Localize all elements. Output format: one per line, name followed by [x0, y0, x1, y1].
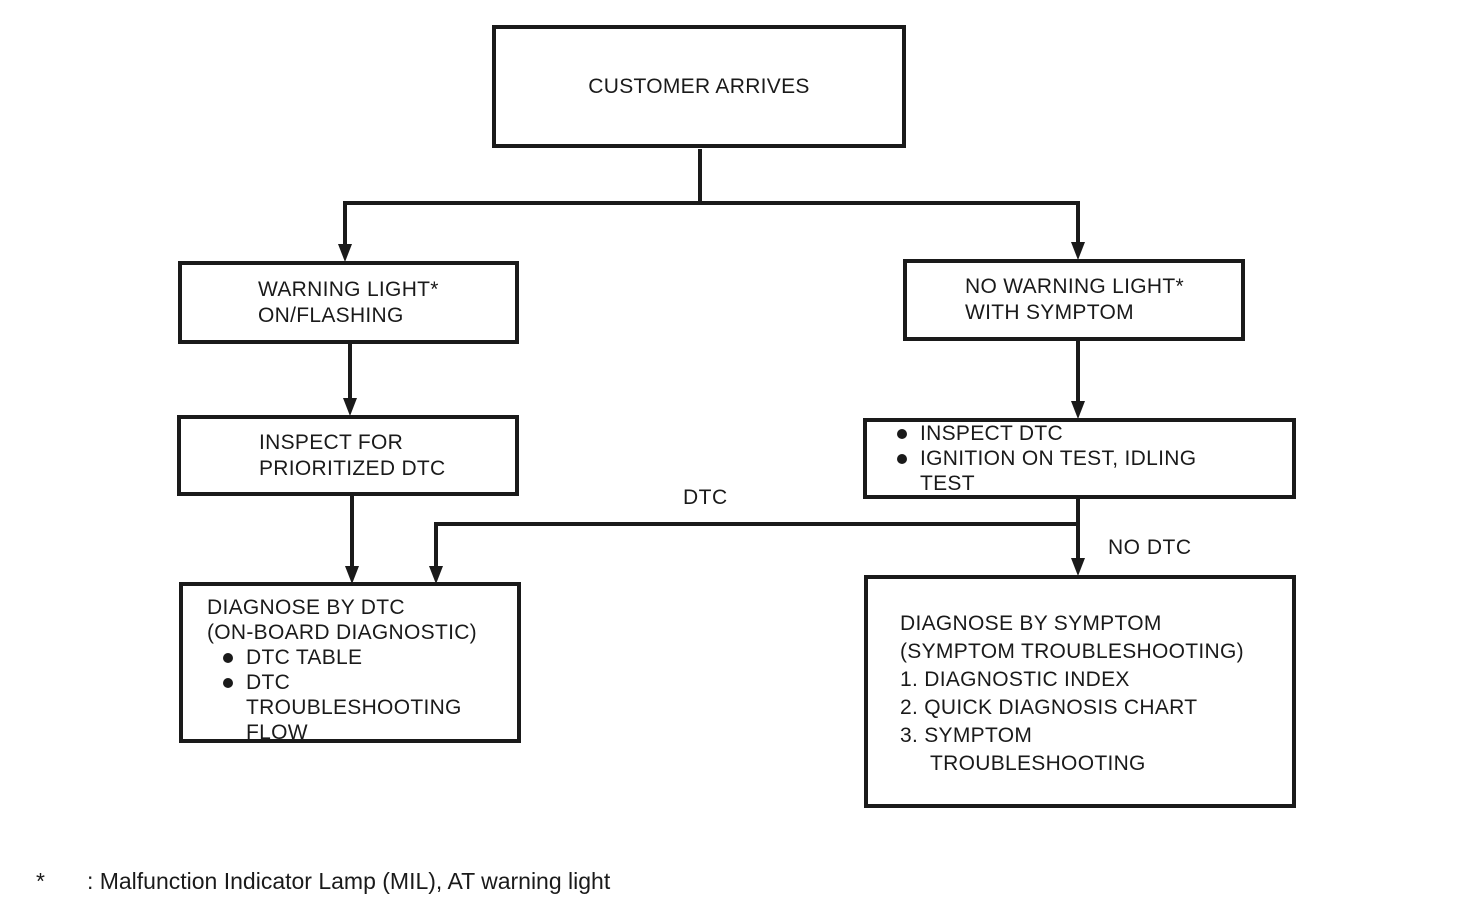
diagnose-dtc-bullet-2-text: DTC TROUBLESHOOTING FLOW: [246, 670, 462, 745]
bullet-icon: [223, 653, 233, 663]
inspect-dtc-bullet-2-line1: IGNITION ON TEST, IDLING: [920, 447, 1197, 470]
node-inspect-dtc: INSPECT DTC IGNITION ON TEST, IDLING TES…: [863, 418, 1296, 499]
edge-label-dtc: DTC: [683, 486, 728, 509]
inspect-dtc-bullet-1-text: INSPECT DTC: [920, 422, 1063, 445]
node-inspect-prioritized-line2: PRIORITIZED DTC: [259, 456, 446, 480]
inspect-dtc-bullet-2-line2: TEST: [920, 472, 975, 495]
bullet-icon: [897, 454, 907, 464]
diagnose-symptom-item-3-line1: 3. SYMPTOM: [900, 724, 1033, 747]
diagnose-symptom-item-2: 2. QUICK DIAGNOSIS CHART: [900, 696, 1198, 719]
node-customer-arrives: CUSTOMER ARRIVES: [492, 25, 906, 148]
node-inspect-prioritized-line1: INSPECT FOR: [259, 430, 404, 454]
diagnose-dtc-header-line2: (ON-BOARD DIAGNOSTIC): [207, 621, 477, 644]
diagnose-dtc-header-line1: DIAGNOSE BY DTC: [207, 596, 405, 619]
diagnose-dtc-bullet-1: DTC TABLE: [223, 645, 513, 670]
edge-label-no-dtc: NO DTC: [1108, 536, 1192, 559]
arrowhead-to-diagnose-symptom: [1071, 558, 1085, 576]
diagnose-dtc-bullet-2-line3: FLOW: [246, 721, 308, 744]
node-diagnose-by-dtc: DIAGNOSE BY DTC (ON-BOARD DIAGNOSTIC) DT…: [179, 582, 521, 745]
diagnose-dtc-bullet-2-line1: DTC: [246, 671, 291, 694]
inspect-dtc-bullet-1: INSPECT DTC: [897, 421, 1292, 446]
node-no-warning-light-line1: NO WARNING LIGHT*: [965, 275, 1184, 298]
connector-customer-split: [343, 149, 1080, 248]
diagnose-symptom-item-1: 1. DIAGNOSTIC INDEX: [900, 668, 1130, 691]
arrowhead-to-warning: [338, 244, 352, 262]
diagnose-dtc-bullet-2-line2: TROUBLESHOOTING: [246, 696, 462, 719]
arrowhead-to-inspect-prioritized: [343, 398, 357, 416]
connector-dtc-branch: [434, 522, 1078, 570]
node-diagnose-by-symptom: DIAGNOSE BY SYMPTOM (SYMPTOM TROUBLESHOO…: [864, 575, 1296, 808]
bullet-icon: [897, 429, 907, 439]
node-no-warning-light: NO WARNING LIGHT* WITH SYMPTOM: [903, 259, 1245, 341]
inspect-dtc-bullet-2: IGNITION ON TEST, IDLING TEST: [897, 446, 1292, 496]
diagnose-dtc-bullet-2: DTC TROUBLESHOOTING FLOW: [223, 670, 513, 745]
diagnose-symptom-header-line2: (SYMPTOM TROUBLESHOOTING): [900, 640, 1244, 663]
diagnose-symptom-header-line1: DIAGNOSE BY SYMPTOM: [900, 612, 1162, 635]
footnote-asterisk: *: [36, 868, 45, 894]
diagnose-dtc-bullet-1-text: DTC TABLE: [246, 646, 363, 669]
node-customer-arrives-label: CUSTOMER ARRIVES: [588, 74, 810, 98]
node-warning-light-line2: ON/FLASHING: [258, 303, 404, 327]
node-warning-light: WARNING LIGHT* ON/FLASHING: [178, 261, 519, 344]
bullet-icon: [223, 678, 233, 688]
arrowhead-to-inspect-dtc: [1071, 401, 1085, 419]
node-no-warning-light-line2: WITH SYMPTOM: [965, 301, 1134, 324]
node-warning-light-line1: WARNING LIGHT*: [258, 277, 439, 301]
footnote: * : Malfunction Indicator Lamp (MIL), AT …: [36, 868, 610, 895]
node-inspect-prioritized-dtc: INSPECT FOR PRIORITIZED DTC: [177, 415, 519, 496]
diagnose-symptom-item-3-line2: TROUBLESHOOTING: [930, 752, 1146, 775]
inspect-dtc-bullet-2-text: IGNITION ON TEST, IDLING TEST: [920, 446, 1196, 496]
arrowhead-to-nowarning: [1071, 242, 1085, 260]
footnote-text: : Malfunction Indicator Lamp (MIL), AT w…: [86, 868, 611, 894]
